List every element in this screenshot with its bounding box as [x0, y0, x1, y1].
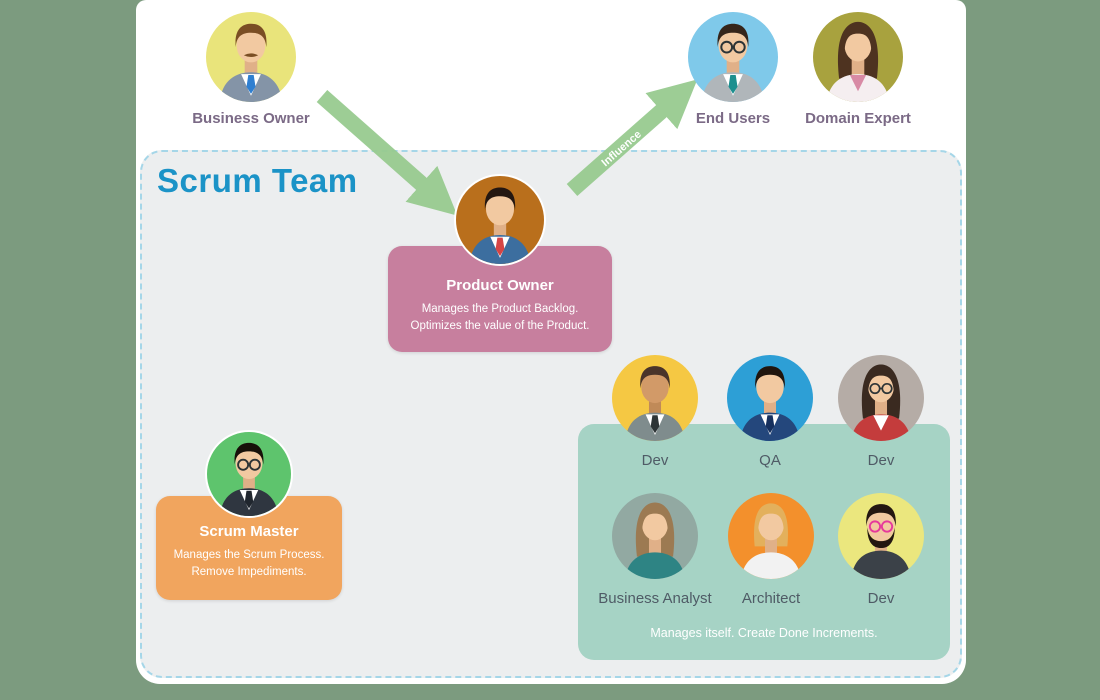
person-icon [625, 366, 685, 441]
person-icon [469, 187, 531, 264]
person-icon [741, 503, 801, 579]
business-owner-avatar [206, 12, 296, 102]
business-analyst-avatar [612, 493, 698, 579]
scrum-master-avatar [205, 430, 293, 518]
architect-avatar [728, 493, 814, 579]
dev-team-footer: Manages itself. Create Done Increments. [650, 626, 878, 640]
qa-label: QA [759, 452, 781, 469]
end-users-label: End Users [695, 110, 771, 127]
qa-avatar [727, 355, 813, 441]
product-owner-desc-line2: Optimizes the value of the Product. [410, 319, 590, 332]
person-icon [701, 23, 765, 102]
dev2-label: Dev [867, 452, 895, 469]
scrum-master-title: Scrum Master [199, 523, 299, 540]
scrum-team-title: Scrum Team [157, 162, 358, 199]
product-owner-avatar [454, 174, 546, 266]
domain-expert-label: Domain Expert [805, 110, 911, 127]
dev3-avatar [838, 493, 924, 579]
end-users-avatar [688, 12, 778, 102]
person-icon [851, 364, 911, 441]
person-icon [219, 23, 283, 102]
person-icon [826, 21, 890, 102]
business-owner-label: Business Owner [192, 110, 310, 127]
dev2-avatar [838, 355, 924, 441]
dev1-label: Dev [641, 452, 669, 469]
product-owner-desc-line1: Manages the Product Backlog. [421, 303, 579, 315]
product-owner-title: Product Owner [446, 277, 554, 294]
business-analyst-label: Business Analyst [598, 590, 712, 607]
person-icon [740, 366, 800, 441]
person-icon [219, 442, 279, 516]
dev1-avatar [612, 355, 698, 441]
architect-label: Architect [741, 590, 801, 607]
person-icon [625, 502, 685, 579]
person-icon [851, 504, 911, 579]
scrum-master-desc-line1: Manages the Scrum Process. [173, 549, 325, 561]
dev3-label: Dev [867, 590, 895, 607]
scrum-master-desc-line2: Remove Impediments. [191, 565, 307, 578]
domain-expert-avatar [813, 12, 903, 102]
